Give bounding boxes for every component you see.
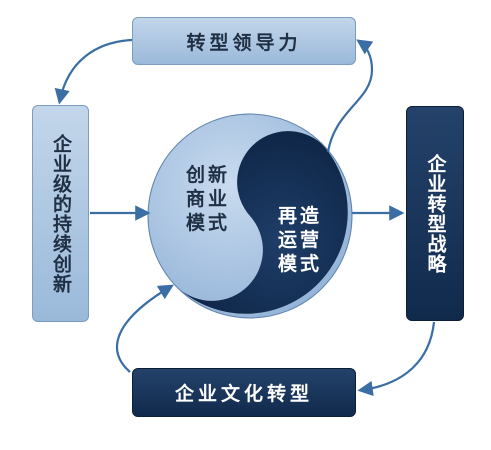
arrow-top-to-left [54,38,133,105]
arrow-taiji-to-top [326,39,374,153]
arrow-bottom-to-taiji [115,284,174,373]
innovative-business-model-label: 创新商业模式 [185,164,230,234]
enterprise-continuous-innovation-box: 企业级的持续创新 [32,105,89,322]
transformation-leadership-label: 转型领导力 [186,31,302,54]
taiji-dark-half [178,131,348,314]
enterprise-transformation-strategy-label: 企业转型战略 [424,153,447,274]
reengineered-operating-model-label: 再造运营模式 [277,205,322,275]
enterprise-transformation-strategy-box: 企业转型战略 [406,106,464,321]
arrow-right-to-bottom [357,321,436,397]
enterprise-continuous-innovation-label: 企业级的持续创新 [50,133,72,294]
taiji-symbol [147,113,353,319]
enterprise-culture-transformation-label: 企业文化转型 [174,383,313,405]
enterprise-culture-transformation-box: 企业文化转型 [132,368,356,417]
transformation-leadership-box: 转型领导力 [132,17,356,65]
